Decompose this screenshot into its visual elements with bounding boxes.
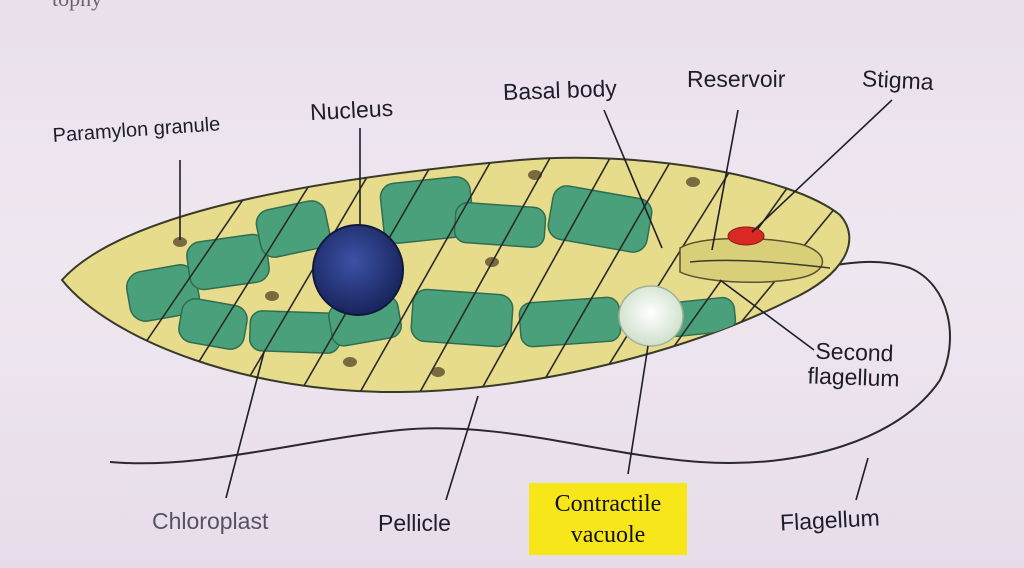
label-second-flagellum: Second flagellum — [807, 337, 901, 392]
cropped-heading-fragment: tophy — [52, 0, 102, 12]
label-pellicle: Pellicle — [378, 510, 451, 536]
label-stigma: Stigma — [861, 65, 935, 95]
label-basal-body: Basal body — [502, 75, 618, 105]
nucleus — [312, 224, 404, 316]
label-contractile-vacuole: Contractile vacuole — [529, 483, 687, 555]
leader-lines — [179, 99, 893, 501]
label-chloroplast: Chloroplast — [152, 508, 269, 534]
stigma — [727, 226, 765, 246]
flagellum — [109, 260, 951, 465]
contractile-vacuole — [618, 285, 684, 347]
second-flagellum-stub — [689, 259, 831, 269]
label-flagellum: Flagellum — [779, 504, 881, 536]
label-reservoir: Reservoir — [687, 66, 786, 92]
label-nucleus: Nucleus — [309, 94, 394, 126]
